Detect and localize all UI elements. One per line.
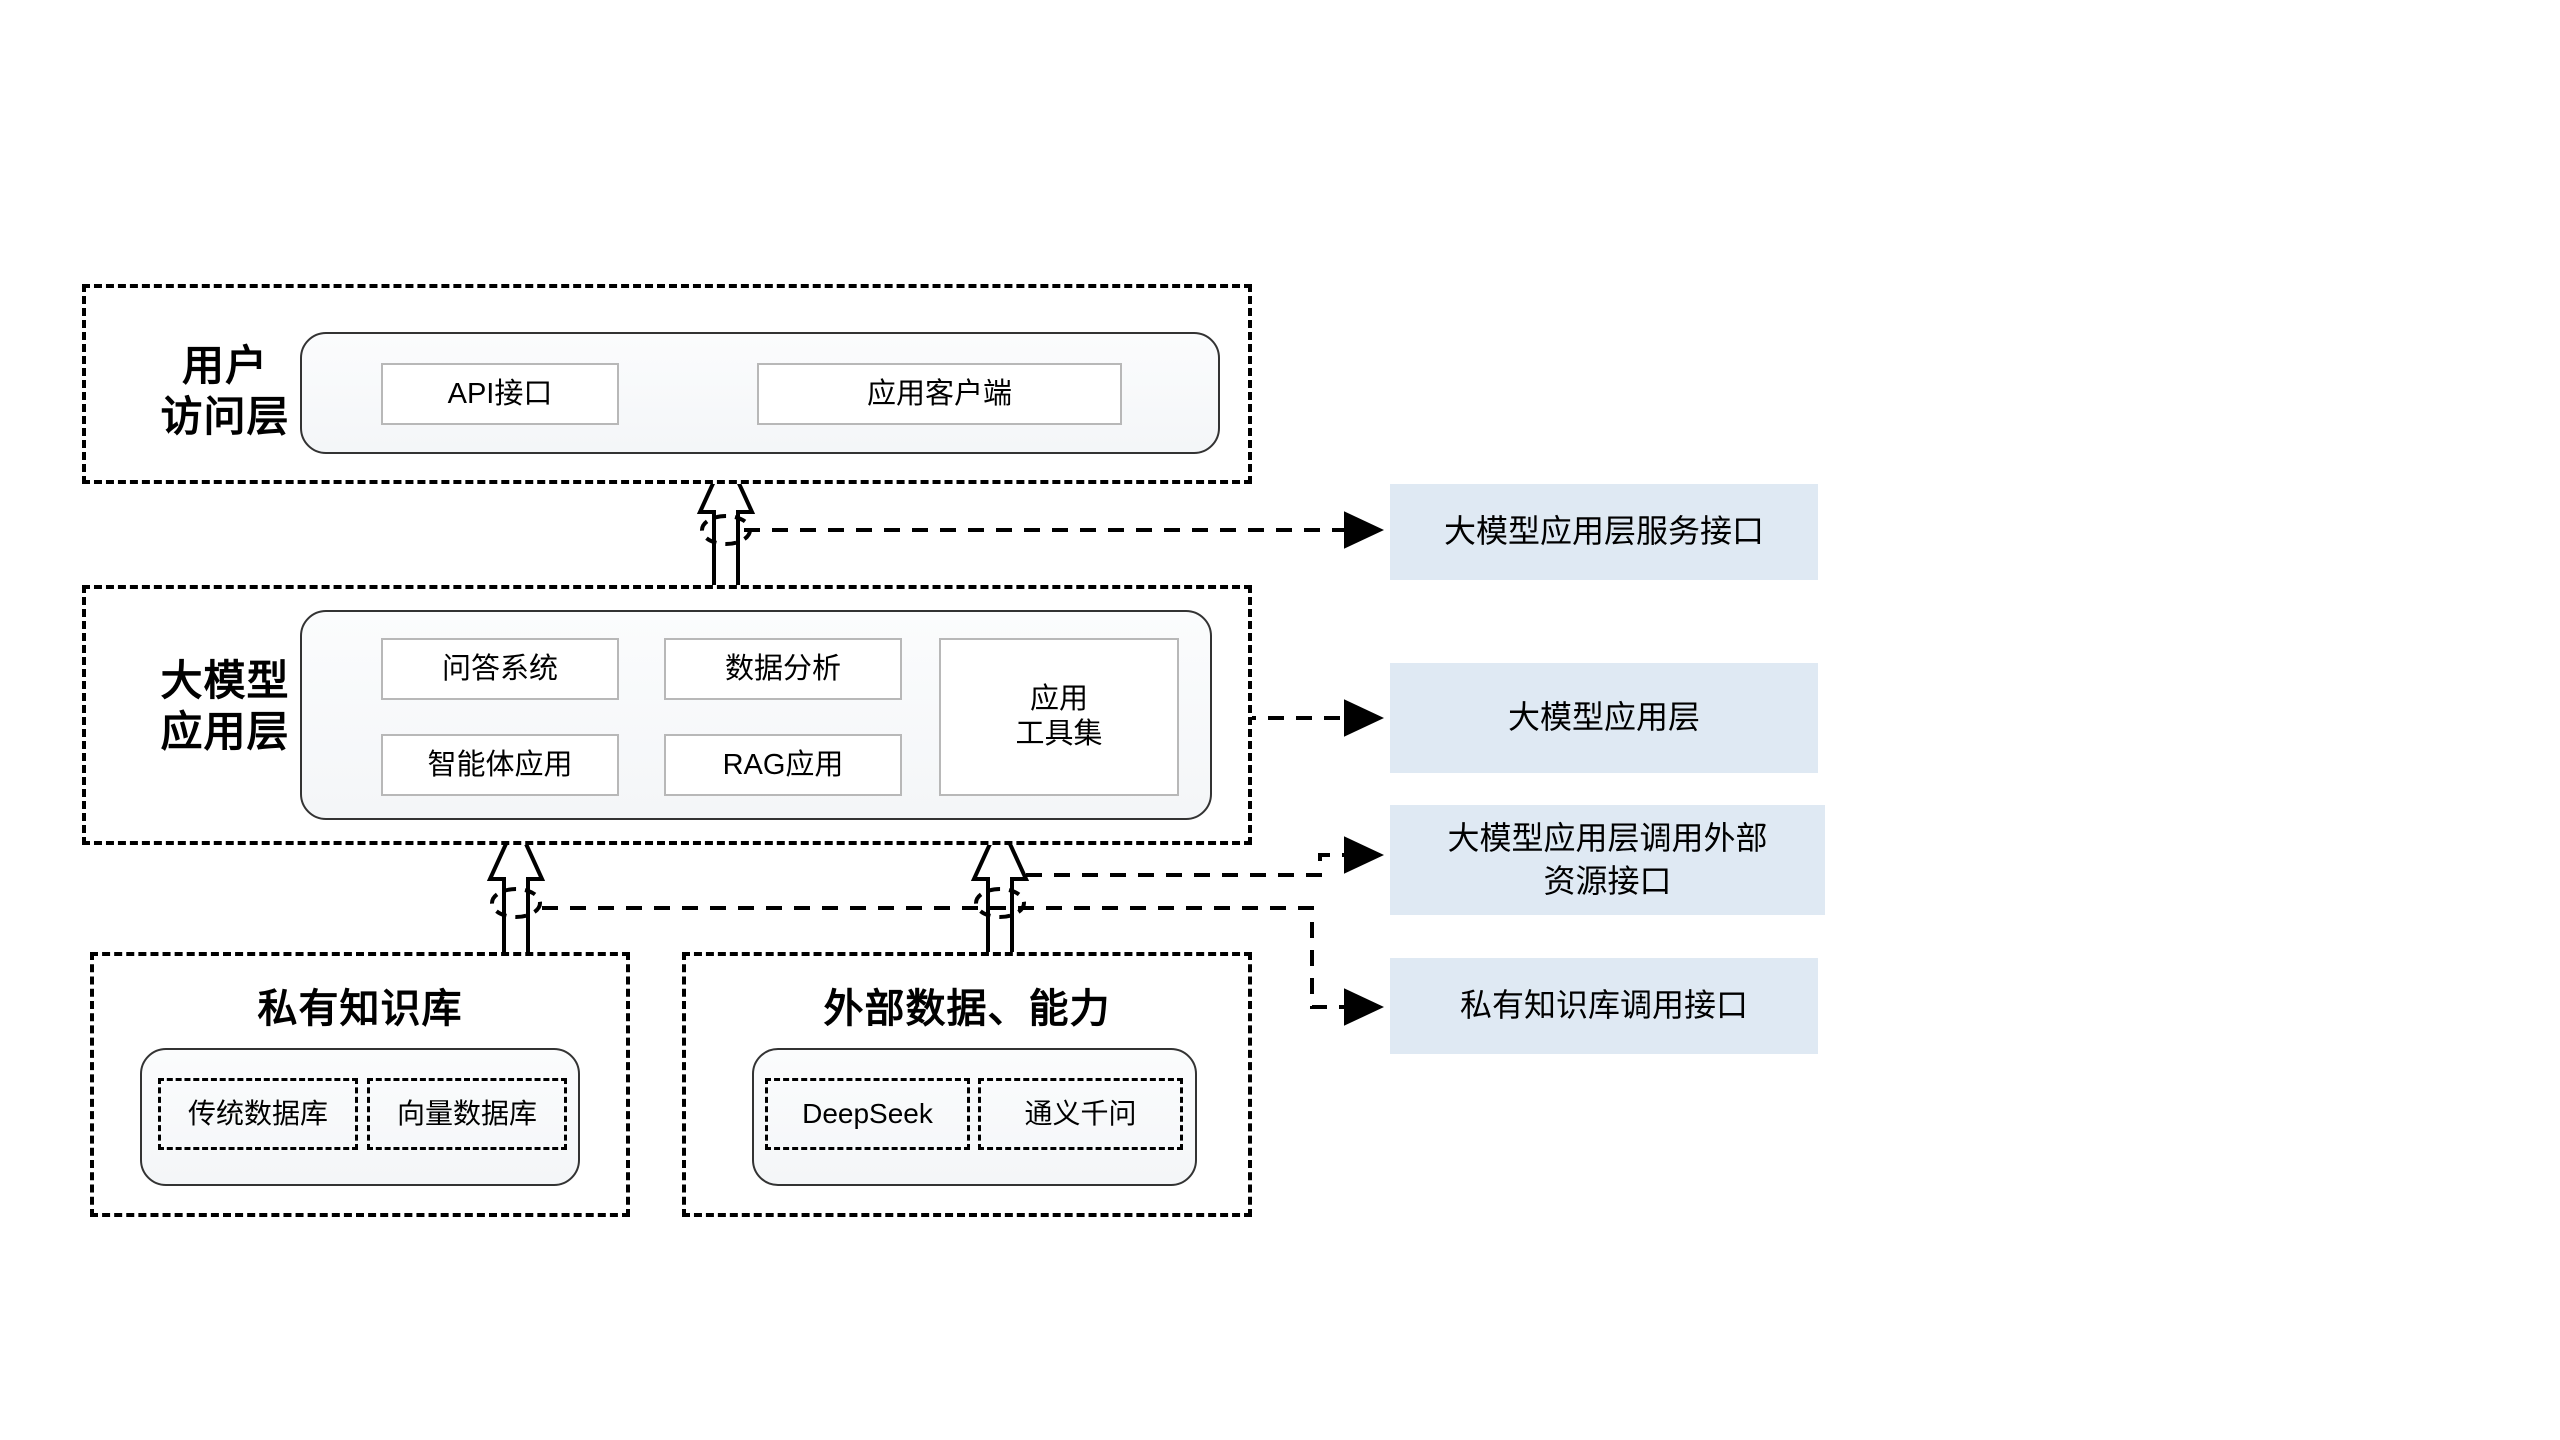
item-app-client[interactable]: 应用客户端 [757, 363, 1122, 425]
layer-model-app-title: 大模型 应用层 [160, 657, 290, 756]
layer-user-access-title: 用户 访问层 [160, 342, 290, 441]
legend-item-model-app-layer[interactable]: 大模型应用层 [1390, 663, 1818, 773]
item-traditional-db[interactable]: 传统数据库 [158, 1078, 358, 1150]
panel-external [752, 1048, 1197, 1186]
item-agent-app[interactable]: 智能体应用 [381, 734, 619, 796]
layer-external-title: 外部数据、能力 [823, 987, 1111, 1031]
item-vector-db[interactable]: 向量数据库 [367, 1078, 567, 1150]
item-rag-app[interactable]: RAG应用 [664, 734, 902, 796]
panel-private-kb [140, 1048, 580, 1186]
legend-item-kb-call-interface[interactable]: 私有知识库调用接口 [1390, 958, 1818, 1054]
layer-private-kb-title: 私有知识库 [257, 987, 463, 1031]
item-api-interface[interactable]: API接口 [381, 363, 619, 425]
item-qa-system[interactable]: 问答系统 [381, 638, 619, 700]
legend-item-external-resource-interface[interactable]: 大模型应用层调用外部 资源接口 [1390, 805, 1825, 915]
item-data-analysis[interactable]: 数据分析 [664, 638, 902, 700]
item-tongyi-qianwen[interactable]: 通义千问 [978, 1078, 1183, 1150]
item-deepseek[interactable]: DeepSeek [765, 1078, 970, 1150]
item-app-toolset[interactable]: 应用 工具集 [939, 638, 1179, 796]
legend-item-service-interface[interactable]: 大模型应用层服务接口 [1390, 484, 1818, 580]
leader-line-legend-3 [1026, 836, 1384, 877]
